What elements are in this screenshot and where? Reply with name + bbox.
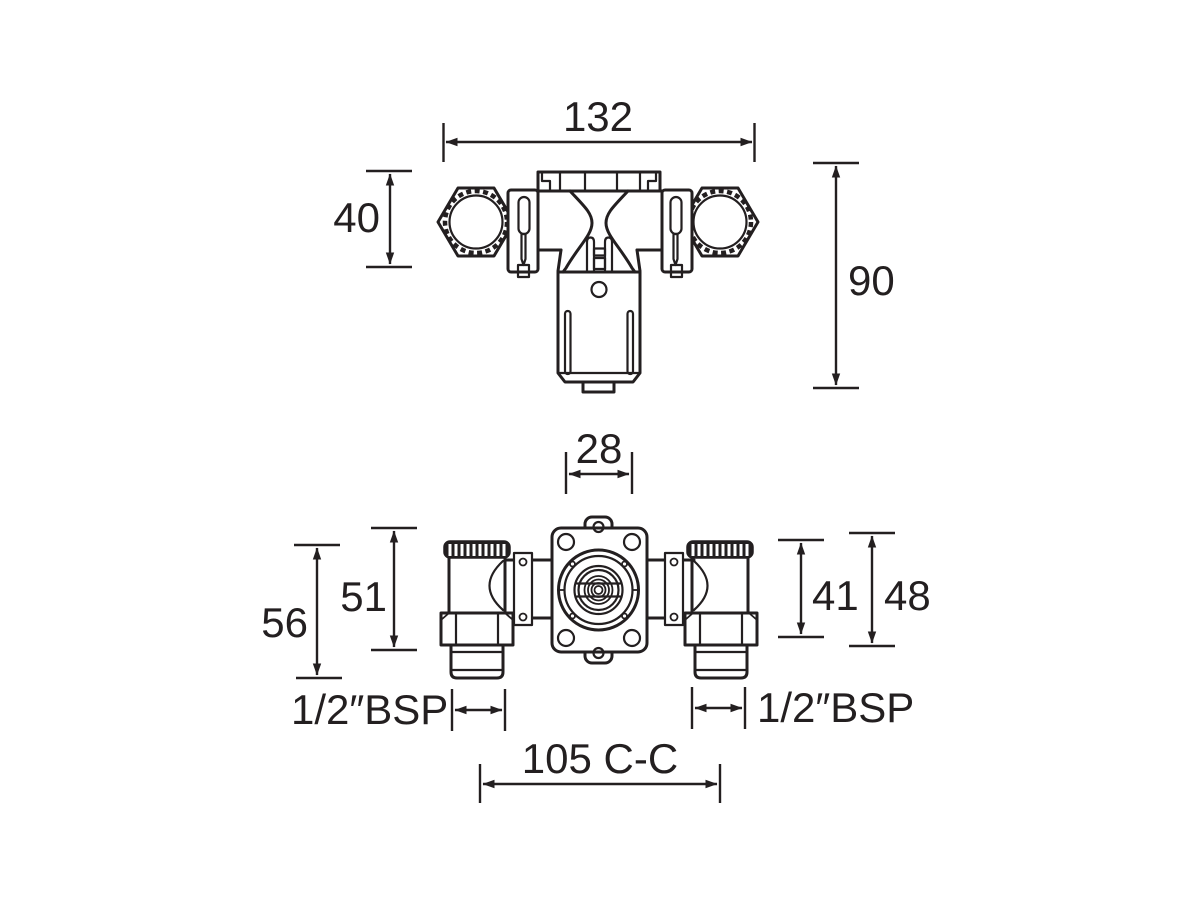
left-inlet-assembly — [439, 540, 515, 680]
dimension-label-132: 132 — [563, 93, 633, 140]
dimension-label-90: 90 — [848, 257, 895, 304]
dimension-105cc: 105 C-C — [478, 735, 722, 803]
h-clip — [585, 236, 614, 273]
front-view — [439, 515, 759, 680]
right-inlet-assembly — [683, 540, 759, 680]
plate-hole — [622, 532, 642, 552]
dimensions: 132 40 90 28 56 — [261, 93, 931, 803]
dimension-40: 40 — [333, 169, 412, 269]
dimension-28: 28 — [564, 425, 634, 494]
screw-hole — [590, 280, 608, 299]
left-arm-flange — [512, 551, 534, 627]
right-check-valve-cap — [686, 540, 754, 559]
left-union-nut — [439, 611, 515, 647]
tab-hole — [592, 520, 605, 534]
waist-right-curve — [604, 189, 637, 274]
dimension-56: 56 — [261, 543, 342, 680]
outlet-body — [556, 270, 642, 394]
dimension-41: 41 — [778, 538, 859, 639]
knurled-ring — [686, 188, 754, 256]
left-hex-nut — [436, 186, 516, 258]
right-thread-tail — [693, 643, 749, 680]
dimension-label-40: 40 — [333, 194, 380, 241]
plan-view — [436, 170, 760, 394]
waist-left-curve — [561, 189, 594, 274]
dimension-bsp-right: 1/2″BSP — [690, 684, 914, 731]
plate-hole — [556, 628, 576, 648]
tab-hole — [592, 646, 605, 660]
left-arm — [503, 551, 554, 627]
dimension-90: 90 — [813, 161, 895, 390]
plate-hole — [556, 532, 576, 552]
dimension-bsp-left: 1/2″BSP — [291, 686, 507, 733]
left-thread-tail — [449, 643, 505, 680]
dimension-label-bsp-left: 1/2″BSP — [291, 686, 448, 733]
center-dial — [557, 548, 640, 632]
left-clamp-block — [506, 188, 540, 279]
dimension-label-56: 56 — [261, 599, 308, 646]
dimension-51: 51 — [340, 526, 417, 652]
right-union-nut — [683, 611, 759, 647]
outlet-spigot — [581, 380, 616, 394]
mounting-rail — [536, 170, 662, 193]
plate-hole — [622, 628, 642, 648]
dimension-label-51: 51 — [340, 573, 387, 620]
dimension-label-28: 28 — [576, 425, 623, 472]
right-clamp-block — [660, 188, 694, 279]
dimension-label-bsp-right: 1/2″BSP — [757, 684, 914, 731]
dimension-132: 132 — [442, 93, 756, 162]
valve-body-plan — [536, 189, 664, 274]
dimension-48: 48 — [849, 531, 931, 648]
dimension-label-105cc: 105 C-C — [522, 735, 678, 782]
left-check-valve-cap — [443, 540, 511, 559]
dimension-label-41: 41 — [812, 572, 859, 619]
dimension-label-48: 48 — [884, 572, 931, 619]
knurled-ring — [442, 188, 510, 256]
right-arm-flange — [663, 551, 685, 627]
